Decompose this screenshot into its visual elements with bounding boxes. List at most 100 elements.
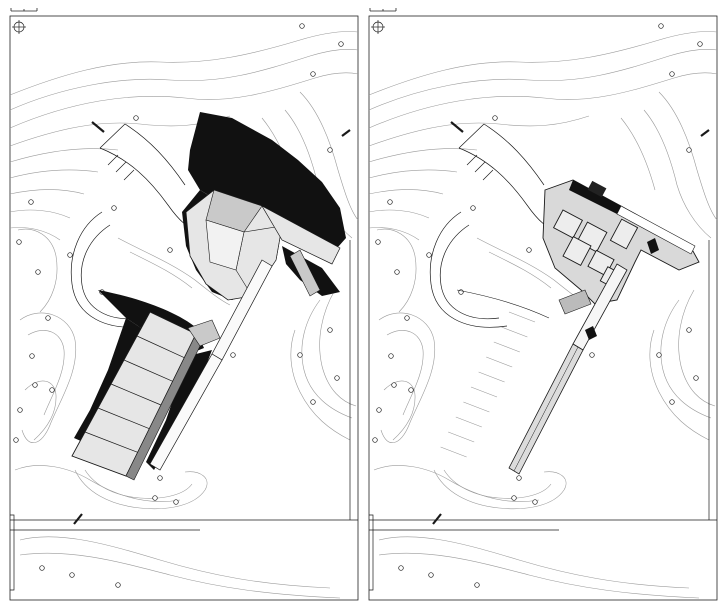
tree-marker <box>474 582 480 588</box>
deck-edge-line <box>470 386 498 398</box>
contour-line <box>319 289 357 407</box>
tree-marker <box>404 315 410 321</box>
tree-marker <box>17 407 23 413</box>
contour-line <box>658 91 718 221</box>
floor-plan <box>368 23 718 599</box>
deck-edge-line <box>508 311 536 323</box>
tree-marker <box>29 353 35 359</box>
tree-marker <box>28 199 34 205</box>
tree-marker <box>16 239 22 245</box>
contour-line <box>9 48 359 111</box>
pavilion-roof-bay <box>110 383 162 406</box>
room <box>562 235 592 267</box>
tree-marker <box>115 582 121 588</box>
tree-marker <box>69 572 75 578</box>
contour-line <box>9 72 359 129</box>
site-edge-line <box>458 123 485 149</box>
tree-marker <box>35 269 41 275</box>
contour-line <box>383 380 416 441</box>
tree-marker <box>49 387 55 393</box>
pavilion-roof-bay <box>97 407 150 429</box>
contour-line <box>378 312 436 443</box>
site-edge-line <box>124 123 186 186</box>
tree-marker <box>45 315 51 321</box>
north-arrow-icon <box>371 20 385 34</box>
contour-line <box>9 148 119 163</box>
contour-line <box>373 465 540 502</box>
tree-marker <box>693 375 699 381</box>
tree-marker <box>372 437 378 443</box>
tree-marker <box>388 353 394 359</box>
tree-marker <box>167 247 173 253</box>
contour-line <box>443 469 552 499</box>
tree-marker <box>67 252 73 258</box>
deck-edge-line <box>493 341 520 353</box>
tree-marker <box>686 147 692 153</box>
terrace-wing <box>616 205 696 255</box>
tree-marker <box>327 327 333 333</box>
pavilion-roof-bay <box>136 335 185 358</box>
roof-wing <box>261 205 341 265</box>
contour-line <box>9 31 359 96</box>
contour-line <box>649 329 710 441</box>
contour-line <box>19 552 341 599</box>
contour-line <box>368 72 718 129</box>
deck-edge-line <box>448 431 475 443</box>
room <box>552 209 584 239</box>
left-scale-bar <box>10 8 38 12</box>
tree-marker <box>111 205 117 211</box>
tree-marker <box>173 499 179 505</box>
contour-line <box>368 209 430 219</box>
deck-edge-line <box>501 326 528 338</box>
contour-line <box>299 91 359 221</box>
tree-marker <box>32 382 38 388</box>
tree-marker <box>391 382 397 388</box>
tree-marker <box>398 565 404 571</box>
fireplace <box>647 238 659 254</box>
contour-line <box>129 251 193 289</box>
roof-and-shadow-plan <box>9 23 359 599</box>
contour-line <box>433 469 567 509</box>
contour-line <box>368 169 458 179</box>
tree-marker <box>532 499 538 505</box>
contour-line <box>660 299 712 419</box>
contour-line <box>368 148 478 163</box>
north-arrow-icon <box>12 20 26 34</box>
contour-line <box>74 469 208 509</box>
tree-marker <box>297 352 303 358</box>
contour-line <box>14 465 181 502</box>
tree-marker <box>686 327 692 333</box>
contour-line <box>290 329 351 441</box>
contour-line <box>301 299 353 419</box>
tree-marker <box>133 115 139 121</box>
tree-marker <box>310 399 316 405</box>
contour-line <box>84 469 193 499</box>
tree-marker <box>658 23 664 29</box>
tree-marker <box>375 239 381 245</box>
section-cut-marker <box>91 121 105 133</box>
contour-line <box>24 380 57 441</box>
wall-shadow <box>569 180 621 214</box>
roof-wing <box>289 249 321 297</box>
contour-line <box>376 228 417 313</box>
tree-marker <box>511 495 517 501</box>
stair-block <box>187 319 221 347</box>
tree-marker <box>492 115 498 121</box>
right-panel-frame <box>368 15 718 601</box>
tree-marker <box>299 23 305 29</box>
contour-line <box>17 228 58 313</box>
column <box>585 326 597 340</box>
site-edge-line <box>439 224 500 320</box>
pavilion-roof-bay <box>84 431 138 453</box>
tree-marker <box>589 352 595 358</box>
pavilion-roof-bay <box>123 359 173 382</box>
tree-marker <box>387 199 393 205</box>
section-cut-marker <box>73 513 83 525</box>
contour-line <box>620 117 656 191</box>
contour-line <box>19 536 331 589</box>
tree-marker <box>697 41 703 47</box>
tree-marker <box>230 352 236 358</box>
site-edge-line <box>70 211 149 328</box>
walkway <box>149 353 223 471</box>
